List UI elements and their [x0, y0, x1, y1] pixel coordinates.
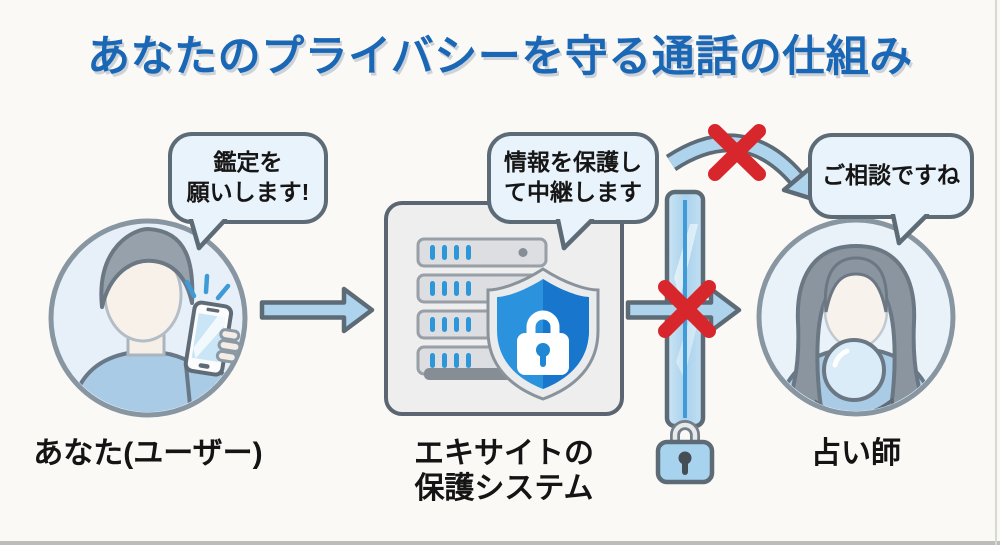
system-speech-bubble: 情報を保護し て中継します: [487, 132, 659, 251]
padlock-icon: [655, 420, 715, 485]
system-label-line1: エキサイトの: [414, 437, 594, 470]
user-bubble-line1: 鑑定を: [213, 149, 283, 176]
user-to-system-arrow-icon: [259, 286, 375, 334]
user-speech-bubble: 鑑定を 願いします!: [168, 132, 328, 251]
right-edge-line: [995, 0, 997, 545]
user-hair: [99, 227, 195, 309]
crystal-ball-highlight: [832, 348, 850, 368]
glass-barrier-with-padlock-icon: [655, 189, 715, 485]
bubble-tail: [188, 219, 228, 251]
system-bubble-line1: 情報を保護し: [504, 149, 642, 176]
fortune-teller-with-crystal-ball-icon: [756, 218, 956, 417]
bubble-tail: [555, 219, 595, 251]
page-title: あなたのプライバシーを守る通話の仕組み: [87, 33, 913, 81]
user-label: あなた(ユーザー): [33, 437, 263, 470]
system-label-line2: 保護システム: [414, 471, 594, 505]
server-with-shield-lock-icon: [416, 237, 600, 401]
teller-bubble-text: ご相談ですね: [822, 162, 960, 189]
teller-label: 占い師: [811, 437, 901, 470]
smartphone-icon: [183, 300, 242, 377]
user-with-smartphone-icon: [48, 218, 248, 418]
bottom-edge-line: [0, 541, 1000, 545]
shield-lock-icon: [486, 267, 600, 401]
bubble-tail: [890, 214, 930, 246]
teller-fringe: [823, 256, 889, 313]
teller-speech-bubble: ご相談ですね: [808, 133, 974, 246]
system-label: エキサイトの 保護システム: [384, 437, 624, 506]
red-cross-icon: [708, 124, 766, 181]
phone-spark-icon: [184, 273, 231, 301]
user-bubble-line2: 願いします!: [186, 179, 310, 205]
system-bubble-line2: て中継します: [504, 179, 642, 205]
crystal-ball-icon: [822, 338, 886, 402]
